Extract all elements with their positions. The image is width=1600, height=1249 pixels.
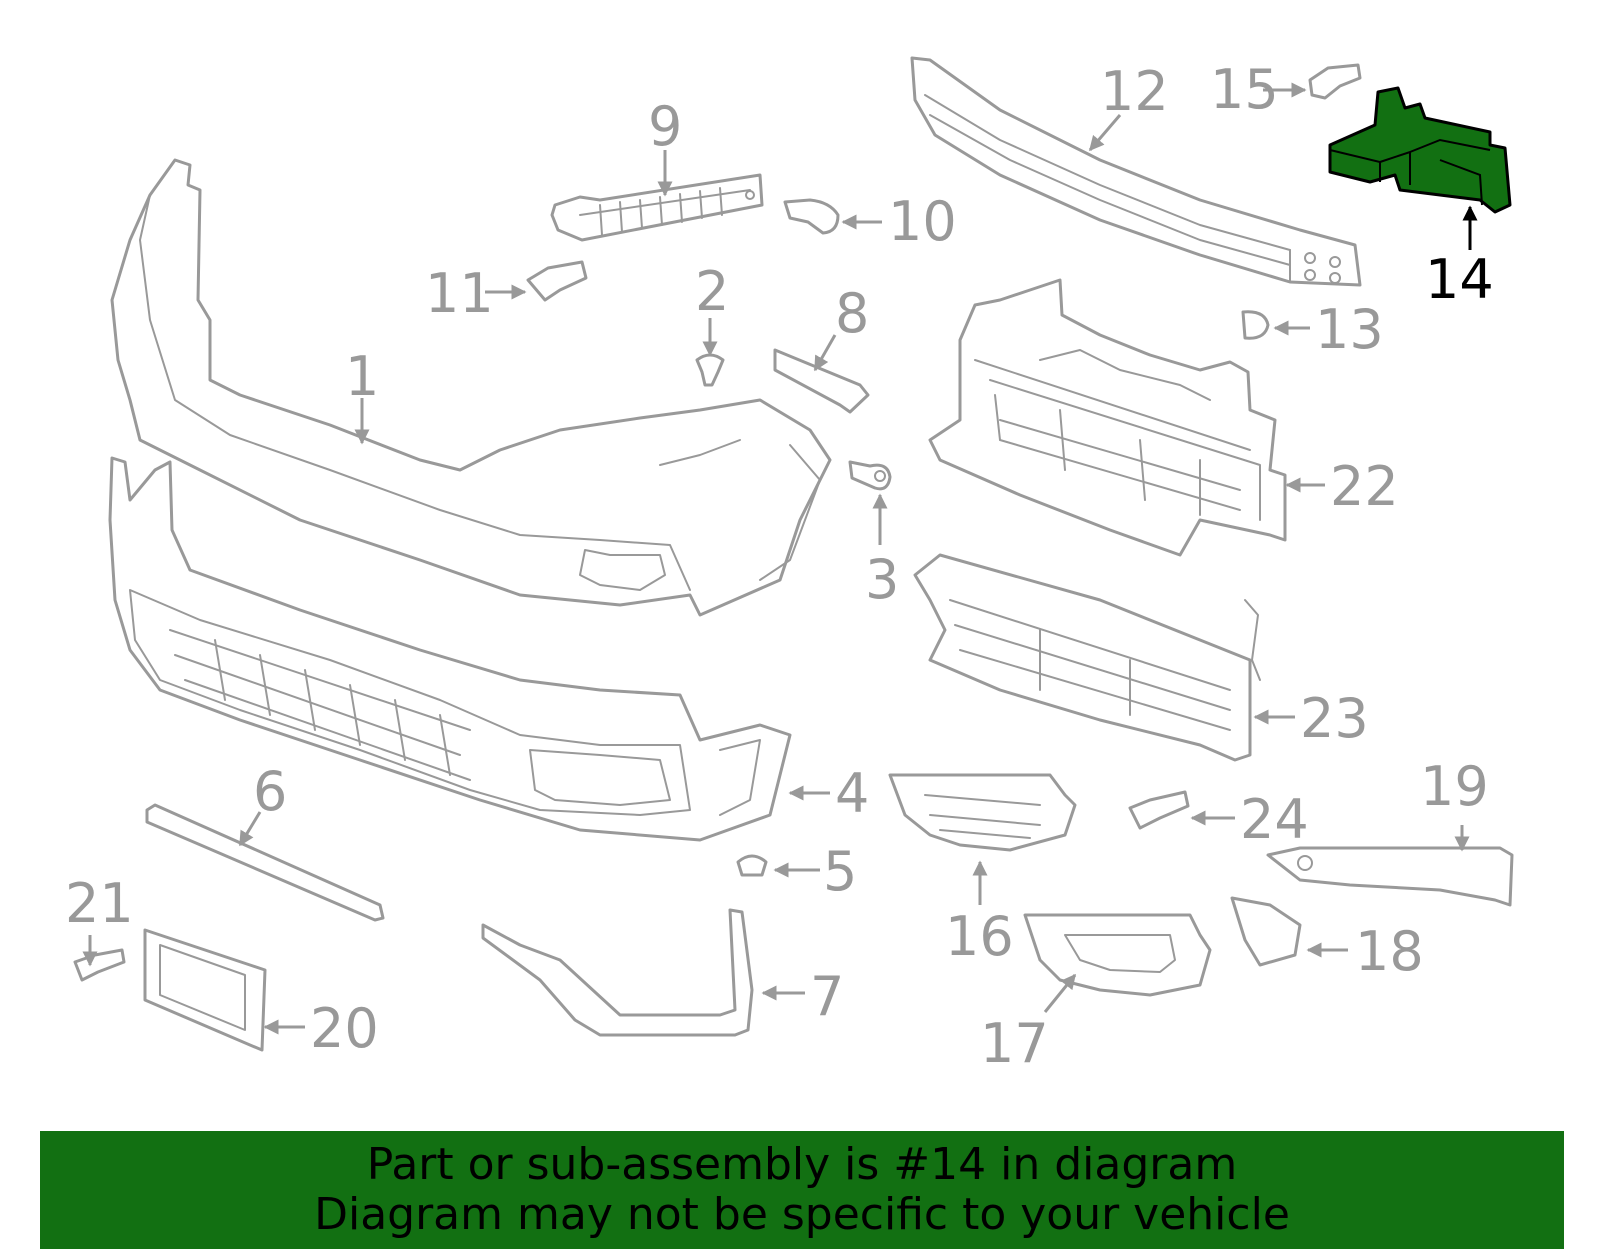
part-7-garnish[interactable] bbox=[481, 908, 754, 1037]
part-9-bracket[interactable] bbox=[550, 173, 764, 242]
callout-5: 5 bbox=[823, 840, 857, 903]
callout-11: 11 bbox=[425, 262, 494, 325]
callout-22: 22 bbox=[1330, 455, 1399, 518]
callout-18: 18 bbox=[1355, 920, 1424, 983]
callout-24: 24 bbox=[1240, 788, 1309, 851]
part-11-bolt[interactable] bbox=[526, 260, 588, 302]
callout-23: 23 bbox=[1300, 687, 1369, 750]
callout-7: 7 bbox=[810, 965, 844, 1028]
part-20-license-plate-bracket[interactable] bbox=[143, 928, 267, 1052]
part-21-screw[interactable] bbox=[73, 948, 126, 982]
part-24-bolt[interactable] bbox=[1128, 790, 1190, 830]
part-2-clip[interactable] bbox=[695, 353, 725, 387]
callout-1: 1 bbox=[345, 345, 379, 408]
part-16-grille-insert[interactable] bbox=[888, 773, 1077, 852]
part-5-clip[interactable] bbox=[736, 854, 768, 877]
part-17-fog-lamp-cover[interactable] bbox=[1023, 913, 1212, 997]
part-3-rivet[interactable] bbox=[848, 460, 892, 491]
part-15-bolt[interactable] bbox=[1308, 63, 1362, 100]
callout-12: 12 bbox=[1100, 60, 1169, 123]
callout-20: 20 bbox=[310, 997, 379, 1060]
callout-15: 15 bbox=[1210, 58, 1279, 121]
callout-19: 19 bbox=[1420, 755, 1489, 818]
callout-6: 6 bbox=[253, 760, 287, 823]
part-10-bolt[interactable] bbox=[783, 198, 840, 235]
part-1-bumper-cover[interactable] bbox=[110, 158, 832, 617]
part-13-clip[interactable] bbox=[1241, 310, 1270, 340]
callout-9: 9 bbox=[648, 95, 682, 158]
callout-17: 17 bbox=[980, 1012, 1049, 1075]
part-18-bracket[interactable] bbox=[1230, 896, 1302, 967]
callout-3: 3 bbox=[865, 548, 899, 611]
callout-13: 13 bbox=[1315, 298, 1384, 361]
part-19-side-trim[interactable] bbox=[1266, 846, 1514, 907]
part-6-molding[interactable] bbox=[145, 803, 385, 922]
banner-line-1: Part or sub-assembly is #14 in diagram bbox=[366, 1139, 1238, 1190]
callout-21: 21 bbox=[65, 872, 134, 935]
callout-8: 8 bbox=[835, 282, 869, 345]
banner-line-2: Diagram may not be specific to your vehi… bbox=[314, 1189, 1290, 1240]
callout-4: 4 bbox=[835, 762, 869, 825]
callout-10: 10 bbox=[888, 190, 957, 253]
callout-16: 16 bbox=[945, 905, 1014, 968]
callout-2: 2 bbox=[695, 260, 729, 323]
part-8-bracket[interactable] bbox=[773, 348, 870, 414]
part-14-bracket-highlighted[interactable] bbox=[1328, 86, 1512, 214]
part-22-air-guide[interactable] bbox=[928, 278, 1287, 557]
callout-14: 14 bbox=[1425, 248, 1494, 311]
info-banner: Part or sub-assembly is #14 in diagram D… bbox=[40, 1131, 1564, 1249]
part-12-reinforcement-beam[interactable] bbox=[910, 56, 1362, 287]
leader-lines bbox=[82, 82, 1478, 1035]
part-23-shutter[interactable] bbox=[913, 553, 1261, 762]
part-4-lower-bumper[interactable] bbox=[108, 456, 792, 842]
